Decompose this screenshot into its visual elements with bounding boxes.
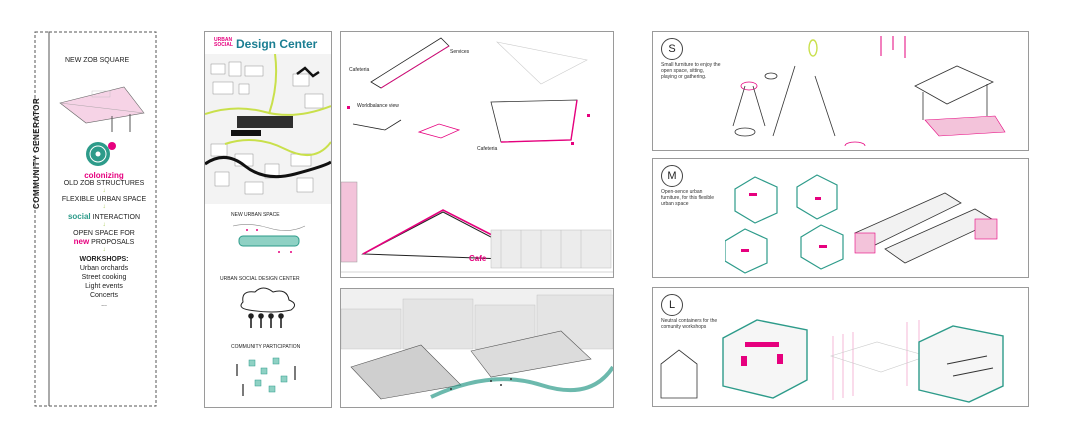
flow-step: social INTERACTION xyxy=(52,212,156,221)
furniture-small-panel: S Small furniture to enjoy the open spac… xyxy=(652,31,1029,151)
flow-line: FLEXIBLE URBAN SPACE xyxy=(61,196,147,203)
arrow-down-icon: ↓ xyxy=(102,222,106,228)
size-badge-l: L xyxy=(661,294,683,316)
medium-furniture-drawing xyxy=(725,174,998,274)
logo-top: URBAN xyxy=(214,37,233,43)
large-container-drawing xyxy=(660,319,1004,403)
flow-line: OLD ZOB STRUCTURES xyxy=(63,180,145,187)
isometric-views xyxy=(341,37,613,273)
annotation-cafe: Cafe xyxy=(469,254,487,263)
furniture-m-desc: Open-sence urban furniture, for this fle… xyxy=(661,189,715,207)
label-new-urban-space: NEW URBAN SPACE xyxy=(231,212,280,218)
workshop-item: ... xyxy=(101,301,107,308)
annotation-worldbalance-view: Worldbalance view xyxy=(357,103,399,109)
workshops-title: WORKSHOPS: xyxy=(79,256,129,263)
flow-step: OPEN SPACE FOR new PROPOSALS xyxy=(52,230,156,246)
flow-accent: social xyxy=(67,212,91,221)
canopy-sketch xyxy=(59,86,145,132)
community-logo-icon xyxy=(86,142,116,166)
furniture-large-panel: L Neutral containers for the comunity wo… xyxy=(652,287,1029,407)
workshop-item: Urban orchards xyxy=(79,265,129,272)
flow-list: colonizing OLD ZOB STRUCTURES ↓ FLEXIBLE… xyxy=(52,171,156,309)
flow-line: OPEN SPACE FOR xyxy=(73,230,135,237)
workshop-item: Street cooking xyxy=(81,274,127,281)
flow-accent: new xyxy=(73,237,90,246)
community-generator-column: COMMUNITY GENERATOR NEW ZOB SQUARE colon… xyxy=(32,31,158,407)
panel-title: Design Center xyxy=(236,37,318,51)
urban-space-diagram xyxy=(232,224,306,253)
dashed-frame xyxy=(34,31,157,407)
participation-diagram xyxy=(236,357,296,396)
workshops: WORKSHOPS: Urban orchards Street cooking… xyxy=(52,255,156,309)
square-heading: NEW ZOB SQUARE xyxy=(65,57,130,64)
flow-line: INTERACTION xyxy=(92,214,141,221)
annotation-cafeteria-top: Cafeteria xyxy=(349,67,370,73)
small-furniture-drawing xyxy=(732,36,1006,146)
flow-line: PROPOSALS xyxy=(91,239,135,246)
vertical-title: COMMUNITY GENERATOR xyxy=(32,97,41,209)
flow-accent: colonizing xyxy=(84,171,124,180)
furniture-l-desc: Neutral containers for the comunity work… xyxy=(661,318,718,330)
city-map xyxy=(205,54,331,204)
workshop-item: Concerts xyxy=(89,292,118,299)
logo: URBAN SOCIAL xyxy=(214,38,233,48)
arrow-down-icon: ↓ xyxy=(102,188,106,194)
flow-step: colonizing OLD ZOB STRUCTURES xyxy=(52,171,156,187)
arrow-down-icon: ↓ xyxy=(102,204,106,210)
furniture-s-desc: Small furniture to enjoy the open space,… xyxy=(661,62,721,80)
workshop-item: Light events xyxy=(85,283,123,290)
label-design-center: URBAN SOCIAL DESIGN CENTER xyxy=(220,276,300,282)
logo-bottom: SOCIAL xyxy=(214,42,233,48)
views-panel: Services Cafeteria Worldbalance view Caf… xyxy=(340,31,614,278)
annotation-cafeteria: Cafeteria xyxy=(477,146,498,152)
site-perspective xyxy=(341,289,613,400)
arrow-down-icon: ↓ xyxy=(102,247,106,253)
design-center-panel: URBAN SOCIAL Design Center NEW URBAN SPA… xyxy=(204,31,332,408)
furniture-medium-panel: M Open-sence urban furniture, for this f… xyxy=(652,158,1029,278)
size-badge-s: S xyxy=(661,38,683,60)
perspective-panel xyxy=(340,288,614,408)
flow-step: FLEXIBLE URBAN SPACE xyxy=(52,196,156,203)
size-badge-m: M xyxy=(661,165,683,187)
label-community-participation: COMMUNITY PARTICIPATION xyxy=(231,344,301,350)
people-cloud-icon xyxy=(240,287,295,328)
annotation-services: Services xyxy=(450,49,470,55)
